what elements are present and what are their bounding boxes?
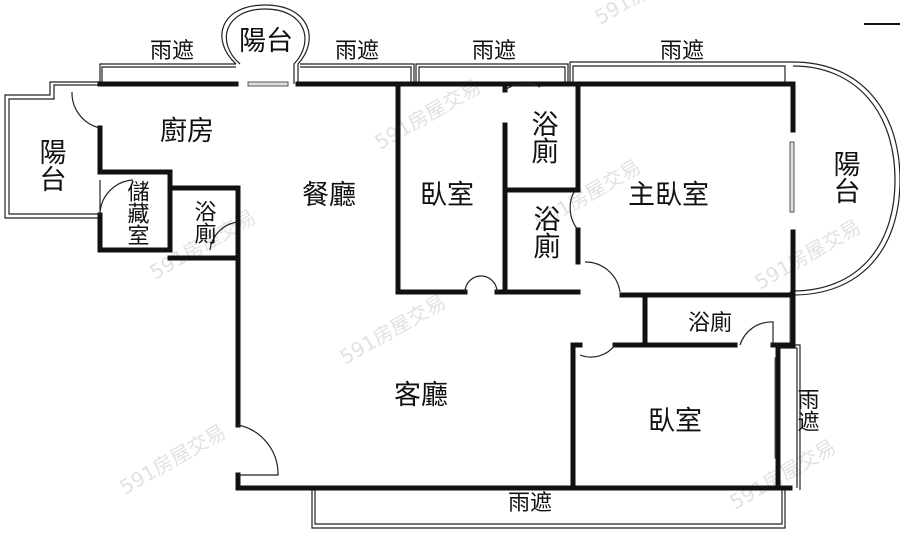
watermark: 591房屋交易 — [336, 289, 450, 369]
watermark: 591房屋交易 — [726, 434, 840, 514]
canopy-label: 雨遮 — [794, 388, 820, 432]
room-kitchen: 廚房 — [160, 116, 214, 147]
watermark: 591房屋交易 — [116, 419, 230, 499]
room-dining: 餐廳 — [302, 180, 356, 211]
walls — [97, 81, 796, 491]
room-bathroom: 浴廁 — [688, 311, 732, 336]
canopy-label: 雨遮 — [150, 39, 194, 64]
canopy-label: 雨遮 — [660, 39, 704, 64]
room-balcony: 陽台 — [239, 26, 293, 57]
room-labels: 廚房 餐廳 客廳 臥室 主臥室 臥室 浴廁 陽台 陽台 陽台 儲藏室 浴廁 浴廁… — [35, 26, 860, 516]
room-bathroom: 浴廁 — [191, 200, 217, 244]
room-balcony: 陽台 — [829, 150, 860, 204]
room-bedroom: 臥室 — [420, 180, 474, 211]
room-bedroom: 臥室 — [648, 406, 702, 437]
windows — [247, 81, 795, 491]
doors — [71, 83, 774, 476]
balconies — [4, 4, 900, 296]
canopy-label: 雨遮 — [472, 39, 516, 64]
room-bathroom: 浴廁 — [527, 110, 559, 164]
canopy-label: 雨遮 — [335, 39, 379, 64]
canopies — [99, 61, 801, 529]
watermark: 591房屋交易 — [591, 0, 705, 29]
room-balcony: 陽台 — [35, 138, 66, 192]
room-master-bedroom: 主臥室 — [628, 180, 709, 211]
canopy-label: 雨遮 — [508, 491, 552, 516]
room-bathroom: 浴廁 — [529, 205, 561, 259]
room-storage: 儲藏室 — [124, 180, 150, 246]
room-living: 客廳 — [394, 380, 448, 411]
